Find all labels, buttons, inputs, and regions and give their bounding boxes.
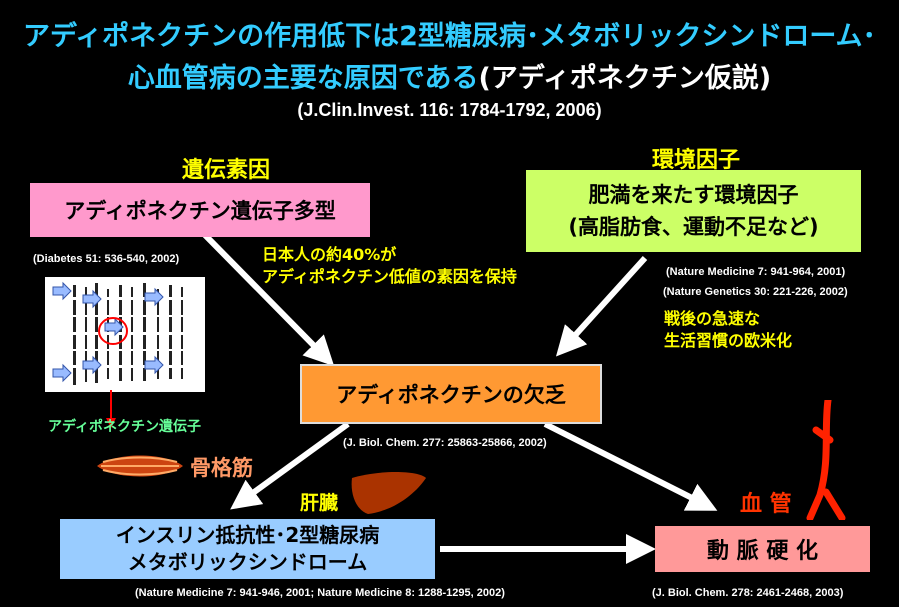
title-line2-main: 心血管病の主要な原因である: [127, 63, 479, 94]
arrow-environment-to-deficiency: [555, 255, 648, 357]
deficiency-citation: (J. Biol. Chem. 277: 25863-25866, 2002): [343, 437, 547, 449]
environment-heading: 環境因子: [652, 148, 741, 173]
genetic-note-line1: 日本人の約40%が: [262, 245, 397, 264]
genetic-note-line2: アディポネクチン低値の素因を保持: [262, 267, 517, 286]
muscle-icon: [97, 455, 183, 477]
arrow-deficiency-to-atherosclerosis: [543, 421, 718, 511]
atherosclerosis-box-label: 動 脈 硬 化: [707, 539, 818, 564]
vessel-label: 血 管: [740, 492, 792, 517]
atherosclerosis-box: 動 脈 硬 化: [655, 526, 870, 572]
blood-vessel-icon: [806, 400, 846, 520]
arrow-genetic-to-deficiency: [202, 232, 335, 367]
arrow-deficiency-to-insulin: [230, 421, 350, 510]
muscle-label: 骨格筋: [190, 456, 253, 480]
insulin-citation: (Nature Medicine 7: 941-946, 2001; Natur…: [135, 587, 505, 599]
insulin-box-line1: インスリン抵抗性･2型糖尿病: [115, 523, 380, 547]
gene-polymorphism-gel-image: [45, 277, 205, 392]
liver-label: 肝臓: [300, 492, 339, 514]
deficiency-box: アディポネクチンの欠乏: [300, 364, 602, 424]
insulin-resistance-box: インスリン抵抗性･2型糖尿病 メタボリックシンドローム: [60, 519, 435, 579]
deficiency-box-label: アディポネクチンの欠乏: [336, 383, 566, 407]
title-line2: 心血管病の主要な原因である(アディポネクチン仮説): [0, 56, 899, 95]
genetic-box-label: アディポネクチン遺伝子多型: [64, 199, 336, 223]
genetic-note: 日本人の約40%が アディポネクチン低値の素因を保持: [262, 244, 517, 288]
genetic-citation: (Diabetes 51: 536-540, 2002): [33, 253, 180, 265]
title-line2-sub: (アディポネクチン仮説): [478, 63, 772, 94]
genetic-box: アディポネクチン遺伝子多型: [30, 183, 370, 237]
environment-box: 肥満を来たす環境因子 (高脂肪食、運動不足など): [526, 170, 861, 252]
environment-note: 戦後の急速な 生活習慣の欧米化: [664, 308, 792, 352]
title-line1: アディポネクチンの作用低下は2型糖尿病･メタボリックシンドローム･: [22, 21, 877, 52]
environment-note-line1: 戦後の急速な: [664, 309, 761, 328]
atherosclerosis-citation: (J. Biol. Chem. 278: 2461-2468, 2003): [652, 587, 844, 599]
title-citation: (J.Clin.Invest. 116: 1784-1792, 2006): [297, 100, 602, 120]
gene-label: アディポネクチン遺伝子: [48, 419, 202, 435]
genetic-heading: 遺伝素因: [182, 158, 271, 183]
environment-citation-1: (Nature Medicine 7: 941-964, 2001): [666, 266, 846, 278]
environment-note-line2: 生活習慣の欧米化: [664, 331, 793, 350]
environment-citation-2: (Nature Genetics 30: 221-226, 2002): [663, 286, 848, 298]
liver-icon: [351, 472, 426, 514]
gene-pointer-arrow: [106, 390, 116, 428]
gel-bands-graphic: [52, 281, 191, 385]
environment-box-line2: (高脂肪食、運動不足など): [568, 215, 819, 239]
insulin-box-line2: メタボリックシンドローム: [127, 550, 368, 574]
environment-box-line1: 肥満を来たす環境因子: [588, 183, 799, 207]
